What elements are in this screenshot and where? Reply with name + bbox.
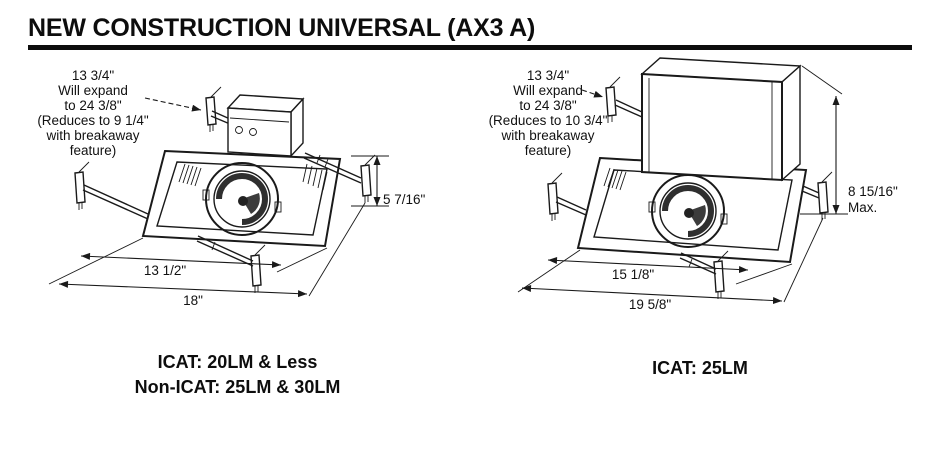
annotation-line: to 24 3/8" bbox=[519, 98, 577, 113]
annotation-line: with breakaway bbox=[46, 128, 140, 143]
back-hanger-bar bbox=[210, 110, 362, 184]
left-caption: ICAT: 20LM & Less Non-ICAT: 25LM & 30LM bbox=[15, 350, 460, 400]
leader-arrow bbox=[581, 89, 604, 98]
figure-icat-25lm: 13 3/4" Will expand to 24 3/8" (Reduces … bbox=[470, 56, 930, 448]
mounting-bracket-upper-left bbox=[605, 76, 621, 123]
right-overall-width-dimension-label: 19 5/8" bbox=[628, 297, 672, 312]
adjustment-slots-hatch bbox=[603, 167, 627, 191]
annotation-line: with breakaway bbox=[501, 128, 595, 143]
annotation-line: 13 3/4" bbox=[526, 68, 570, 83]
right-expansion-annotation: 13 3/4" Will expand to 24 3/8" (Reduces … bbox=[478, 68, 618, 158]
annotation-line: (Reduces to 9 1/4" bbox=[37, 113, 149, 128]
annotation-line: 13 3/4" bbox=[71, 68, 115, 83]
left-expansion-annotation: 13 3/4" Will expand to 24 3/8" (Reduces … bbox=[23, 68, 163, 158]
width-dimension-lines bbox=[517, 217, 824, 305]
driver-vent-stripes bbox=[302, 163, 328, 191]
page-title: NEW CONSTRUCTION UNIVERSAL (AX3 A) bbox=[28, 14, 536, 42]
mounting-bracket-left bbox=[547, 172, 563, 221]
light-aperture bbox=[202, 162, 282, 236]
leader-arrow bbox=[144, 97, 202, 112]
annotation-line: feature) bbox=[524, 143, 572, 158]
mounting-bracket-right bbox=[817, 171, 833, 220]
left-frame-width-dimension-label: 13 1/2" bbox=[143, 263, 187, 278]
left-height-dimension-label: 5 7/16" bbox=[383, 192, 426, 207]
housing-box bbox=[640, 57, 802, 182]
height-dimension-lines bbox=[351, 155, 389, 207]
height-value: 8 15/16" bbox=[848, 184, 898, 199]
back-hanger-bar bbox=[614, 99, 820, 199]
mounting-bracket-bottom bbox=[250, 244, 266, 293]
annotation-line: Will expand bbox=[513, 83, 583, 98]
height-note: Max. bbox=[848, 200, 878, 215]
left-caption-line-2: Non-ICAT: 25LM & 30LM bbox=[134, 377, 341, 397]
annotation-line: (Reduces to 10 3/4" bbox=[488, 113, 608, 128]
adjustment-slots-hatch bbox=[178, 163, 202, 187]
junction-box bbox=[226, 94, 305, 158]
height-dimension-lines bbox=[800, 65, 848, 215]
mounting-bracket-left bbox=[74, 161, 90, 210]
annotation-line: to 24 3/8" bbox=[64, 98, 122, 113]
figure-icat-20lm: 13 3/4" Will expand to 24 3/8" (Reduces … bbox=[15, 56, 460, 448]
annotation-line: feature) bbox=[69, 143, 117, 158]
right-frame-width-dimension-label: 15 1/8" bbox=[611, 267, 655, 282]
right-caption-line-1: ICAT: 25LM bbox=[652, 358, 748, 378]
mounting-bracket-right bbox=[360, 154, 376, 203]
title-underline bbox=[28, 45, 912, 50]
left-caption-line-1: ICAT: 20LM & Less bbox=[157, 352, 318, 372]
annotation-line: Will expand bbox=[58, 83, 128, 98]
right-fixture-drawing bbox=[517, 57, 848, 305]
width-dimension-lines bbox=[48, 202, 366, 298]
mounting-bracket-upper-left bbox=[205, 86, 222, 132]
left-fixture-drawing bbox=[48, 86, 389, 298]
light-aperture bbox=[648, 174, 728, 248]
right-caption: ICAT: 25LM bbox=[470, 356, 930, 381]
left-overall-width-dimension-label: 18" bbox=[183, 293, 203, 308]
right-height-dimension-label: 8 15/16" Max. bbox=[848, 184, 930, 216]
